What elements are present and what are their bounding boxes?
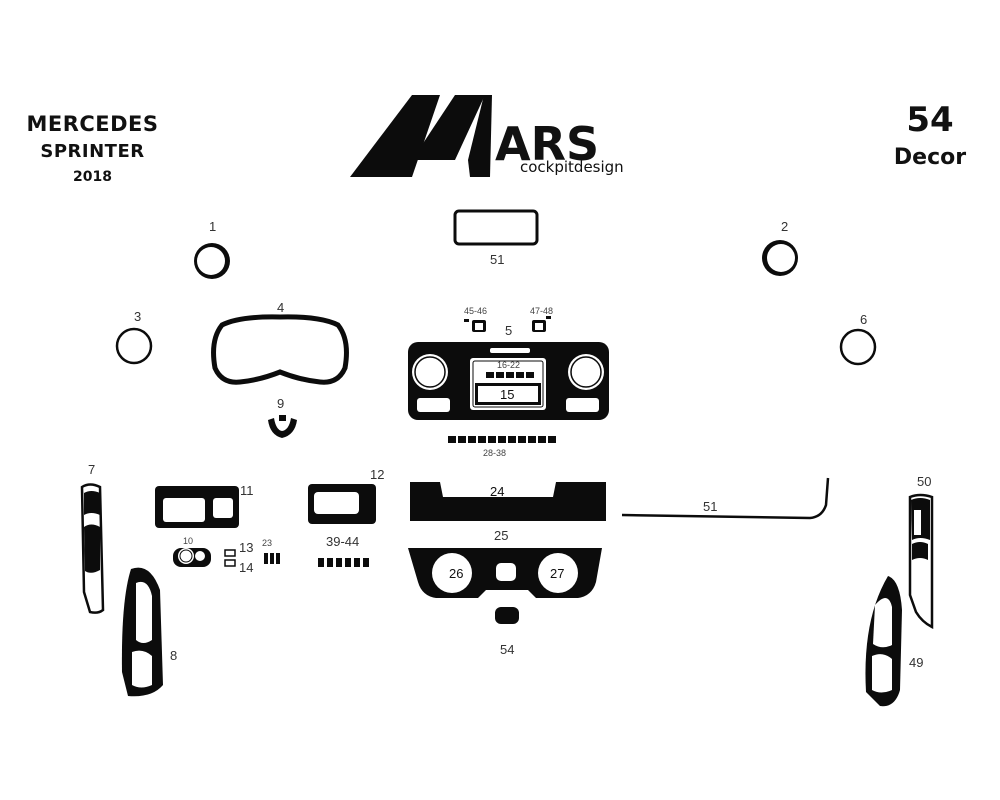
- label-49: 49: [909, 655, 923, 670]
- part-16-22-button-strip: [486, 372, 534, 378]
- model-subname: SPRINTER: [40, 141, 145, 162]
- part-5-center-console: [408, 342, 609, 420]
- part-23-pieces: [264, 553, 280, 564]
- label-4: 4: [277, 300, 284, 315]
- logo-m-slash-2: [412, 95, 485, 160]
- label-3: 3: [134, 309, 141, 324]
- part-7-left-door-trim: [80, 483, 105, 614]
- logo-m-leg: [468, 95, 492, 177]
- label-51-right: 51: [703, 499, 717, 514]
- part-15-panel-inner: [478, 386, 538, 402]
- part-50-right-door-trim: [908, 493, 934, 630]
- part-13-button: [224, 549, 236, 557]
- part-25-lower-console: [408, 548, 602, 598]
- model-year: 2018: [73, 169, 112, 185]
- part-24-dash-trim: [410, 482, 606, 521]
- part-39-44-buttons: [318, 558, 369, 567]
- label-45-46: 45-46: [464, 306, 487, 316]
- label-8: 8: [170, 648, 177, 663]
- part-11-switch-panel: [155, 486, 239, 528]
- label-10: 10: [183, 536, 193, 546]
- part-45-46-switch: [464, 319, 486, 332]
- label-27: 27: [550, 566, 564, 581]
- label-5: 5: [505, 323, 512, 338]
- label-28-38: 28-38: [483, 448, 506, 458]
- label-15: 15: [500, 387, 514, 402]
- label-6: 6: [860, 312, 867, 327]
- part-54-trim: [495, 607, 519, 624]
- part-1-vent-ring: [194, 243, 230, 279]
- model-name: MERCEDES: [26, 112, 159, 136]
- label-13: 13: [239, 540, 253, 555]
- label-54: 54: [500, 642, 514, 657]
- label-51-top: 51: [490, 252, 504, 267]
- label-9: 9: [277, 396, 284, 411]
- label-39-44: 39-44: [326, 534, 359, 549]
- label-2: 2: [781, 219, 788, 234]
- part-51-screen-trim: [453, 209, 539, 246]
- label-50: 50: [917, 474, 931, 489]
- part-8-left-handle-trim: [121, 567, 163, 697]
- label-16-22: 16-22: [497, 360, 520, 370]
- label-47-48: 47-48: [530, 306, 553, 316]
- part-count: 54: [906, 100, 954, 140]
- part-3-ring: [115, 327, 153, 365]
- part-10-knob-panel: [173, 548, 211, 567]
- logo-main-text: ARS: [495, 117, 599, 171]
- label-12: 12: [370, 467, 384, 482]
- label-7: 7: [88, 462, 95, 477]
- part-2-vent-ring: [762, 240, 798, 276]
- part-14-button: [224, 559, 236, 567]
- logo-sub-text: cockpitdesign: [520, 158, 624, 176]
- mars-logo: ARS cockpitdesign: [350, 95, 624, 177]
- part-12-trim: [308, 484, 376, 524]
- part-9-steering-trim: [268, 418, 297, 438]
- label-25: 25: [494, 528, 508, 543]
- label-14: 14: [239, 560, 253, 575]
- part-49-right-handle-trim: [865, 576, 902, 707]
- part-51-door-strip: [621, 477, 830, 520]
- logo-m-slash-1: [350, 95, 440, 177]
- part-4-cluster-surround: [211, 314, 349, 385]
- part-28-38-button-row: [448, 436, 556, 443]
- label-26: 26: [449, 566, 463, 581]
- part-47-48-switch: [532, 316, 551, 332]
- label-11: 11: [240, 483, 254, 498]
- part-type: Decor: [893, 145, 967, 170]
- part-9-steering-trim-tab: [279, 415, 286, 421]
- part-6-ring: [839, 328, 877, 366]
- label-1: 1: [209, 219, 216, 234]
- label-23: 23: [262, 538, 272, 548]
- label-24: 24: [490, 484, 504, 499]
